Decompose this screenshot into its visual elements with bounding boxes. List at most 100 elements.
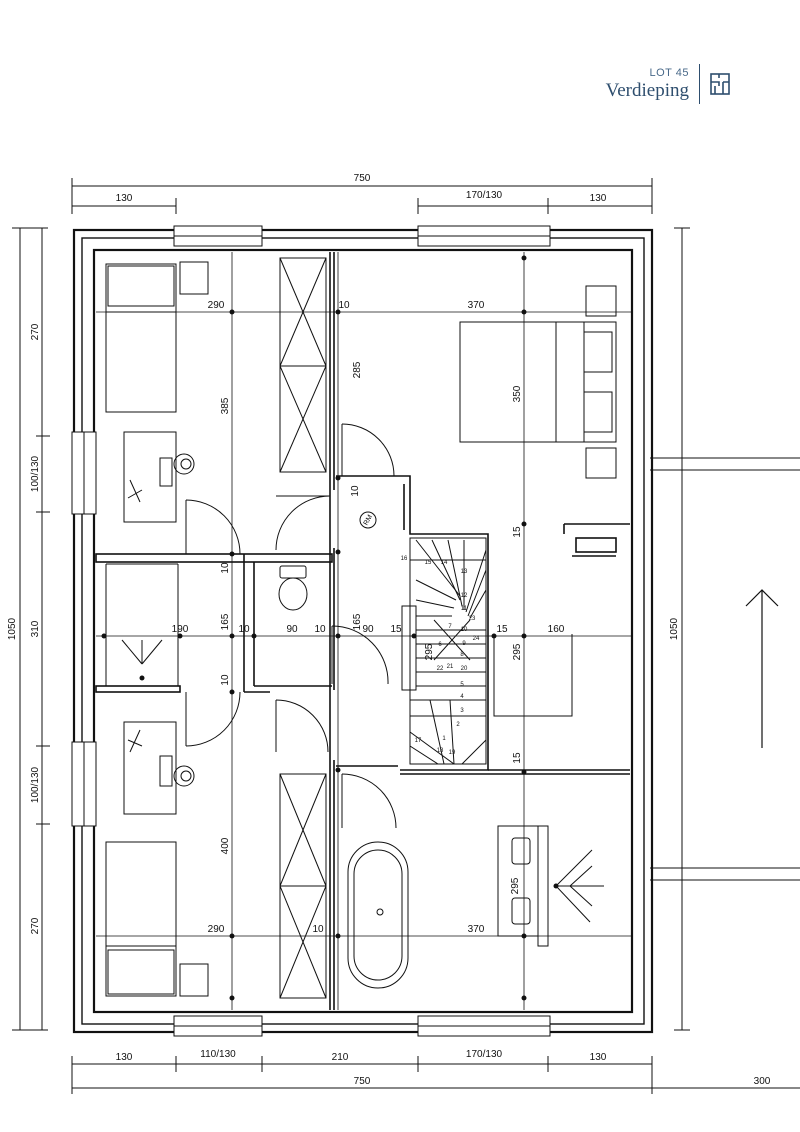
right-dimensions [674,227,690,1031]
dim-top-total: 750 [354,173,371,184]
wardrobe-bottom [279,773,327,999]
label-h285: 285 [352,361,363,378]
dim-right-total: 1050 [669,617,680,640]
label-w10-a: 10 [238,624,250,635]
bed-master [459,285,617,479]
dim-bottom-4: 170/130 [466,1049,503,1060]
door-wardrobe-bottom [275,699,329,753]
wardrobe-top [279,257,327,473]
step-number: 10 [461,627,468,633]
plan-header-text: LOT 45 Verdieping [606,67,689,102]
label-w90-b: 90 [362,624,374,635]
bathtub [347,841,409,989]
step-number: 9 [462,641,466,647]
step-number: 8 [460,652,464,658]
dim-left-4: 100/130 [30,766,41,803]
stair-step-numbers: 16 15 14 13 12 11 10 9 8 7 6 5 4 3 2 1 1… [401,556,480,756]
dim-left-5: 270 [30,917,41,934]
step-number: 16 [401,556,408,562]
label-w15-b: 15 [496,624,508,635]
label-h385: 385 [220,397,231,414]
step-number: 7 [448,624,452,630]
dim-bottom-2: 110/130 [200,1049,236,1060]
step-number: 13 [461,569,468,575]
dimension-markers [101,255,559,1001]
toilet [278,565,308,611]
plan-title: Verdieping [605,79,689,101]
label-h350: 350 [512,385,523,402]
exterior-walls [72,228,654,1034]
interior-dimensions [96,252,632,1010]
dim-bottom-1: 130 [116,1052,133,1063]
plan-header: LOT 45 Verdieping [606,64,730,104]
bed-bedroom-1 [105,261,209,413]
step-number: 17 [415,738,422,744]
step-number: 20 [461,666,468,672]
step-number: 3 [460,708,464,714]
floorplan-icon [710,73,730,95]
label-w10-bot: 10 [312,924,324,935]
label-w370-top: 370 [468,300,485,311]
door-bedroom-1 [185,499,241,555]
desk-bedroom-2 [123,721,195,815]
terrace-lines [650,457,800,881]
label-h15-b: 15 [512,752,523,764]
step-number: 14 [441,560,448,566]
label-w370-bot: 370 [468,924,485,935]
closet-left [105,563,179,686]
door-bedroom-2 [185,691,241,747]
step-number: 6 [438,642,442,648]
label-w10-b: 10 [314,624,326,635]
dim-bottom-3: 210 [332,1052,349,1063]
dim-left-2: 100/130 [30,455,41,492]
desk-bedroom-1 [123,431,195,523]
door-wc [331,625,389,685]
landing-lines [493,634,573,717]
bed-bedroom-2 [105,841,209,997]
dim-bottom-total: 750 [354,1076,371,1087]
left-dimensions [12,227,50,1031]
label-w90: 90 [286,624,298,635]
label-w190: 190 [172,624,189,635]
step-number: 21 [447,664,454,670]
step-number: 1 [442,736,446,742]
door-master [341,423,395,477]
label-h295-bath: 295 [510,877,521,894]
label-w290-bot: 290 [208,924,225,935]
windows [71,225,551,1037]
label-w290-top: 290 [208,300,225,311]
dim-left-1: 270 [30,323,41,340]
label-h295: 295 [512,643,523,660]
header-divider [699,64,700,104]
door-bathroom [341,773,397,829]
step-number: 12 [461,593,468,599]
label-w15-a: 15 [390,624,402,635]
dim-bottom-extra: 300 [754,1076,771,1087]
label-h165-c: 165 [352,613,363,630]
label-h295-s: 295 [424,643,435,660]
top-dimensions [71,178,653,214]
rm-circle [359,511,377,529]
step-number: 4 [460,694,464,700]
label-h15-a: 15 [512,526,523,538]
step-number: 11 [461,606,468,612]
label-h10-l: 10 [220,562,231,574]
step-number: 5 [460,682,464,688]
shower [555,849,604,923]
stairs [401,537,487,765]
label-w10-top: 10 [338,300,350,311]
label-h165-l: 165 [220,613,231,630]
dim-top-left: 130 [116,193,133,204]
lot-label: LOT 45 [649,66,689,79]
step-number: 23 [469,616,476,622]
label-h10-hall: 10 [350,485,361,497]
dim-top-right: 130 [590,193,607,204]
step-number: 18 [437,748,444,754]
arrow-up-icon [745,589,779,748]
label-w160: 160 [548,624,565,635]
dim-left-3: 310 [30,620,41,637]
step-number: 24 [473,636,480,642]
door-wardrobe-top [275,495,331,551]
step-number: 22 [437,666,444,672]
